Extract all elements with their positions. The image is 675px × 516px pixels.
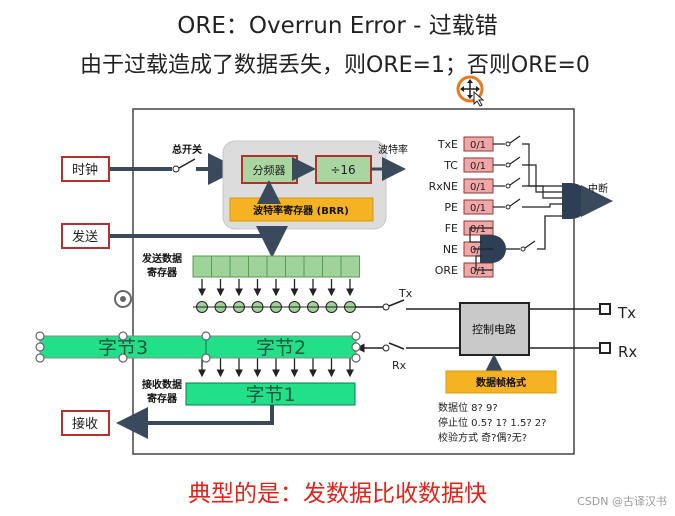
flag-name-pe: PE: [444, 201, 458, 214]
tx-data-reg-label-1: 发送数据: [141, 252, 182, 265]
flag-value-txe: 0/1: [470, 140, 486, 151]
frame-format-label: 数据帧格式: [476, 376, 526, 389]
flag-value-ore: 0/1: [470, 266, 486, 277]
selection-handle[interactable]: [201, 331, 211, 341]
rx-switch-label: Rx: [392, 359, 407, 372]
flag-name-ore: ORE: [435, 264, 458, 277]
tx-register-cell: [248, 255, 268, 278]
receive-box: [61, 410, 110, 436]
flag-value-tc: 0/1: [470, 161, 486, 172]
byte-overlay: 字节3 字节2 字节1: [35, 331, 361, 406]
send-label: 发送: [72, 229, 98, 245]
tx-data-register: [192, 255, 360, 278]
rotate-handle-icon[interactable]: [114, 290, 132, 308]
rx-data-reg-label-1: 接收数据: [142, 378, 182, 391]
flag-name-ne: NE: [443, 243, 458, 256]
flag-value-ne: 0/1: [470, 245, 486, 256]
rx-parallel-arrows: [198, 358, 354, 378]
selection-handle[interactable]: [351, 353, 361, 363]
flag-value-rxne: 0/1: [470, 182, 486, 193]
tx-switch-label: Tx: [398, 287, 413, 300]
move-cursor-icon[interactable]: [456, 75, 485, 107]
selection-handle[interactable]: [351, 331, 361, 341]
flag-name-rxne: RxNE: [429, 180, 458, 193]
byte-block[interactable]: [185, 382, 356, 406]
prescaler-box: [241, 155, 298, 184]
divider-label: ÷16: [330, 163, 355, 177]
flag-value-fe: 0/1: [470, 224, 486, 235]
flag-name-txe: TxE: [437, 138, 458, 151]
byte-label: 字节3: [98, 337, 148, 359]
selection-handle[interactable]: [118, 331, 128, 341]
control-circuit-label: 控制电路: [472, 322, 516, 336]
byte-label: 字节2: [256, 337, 306, 359]
send-box: [61, 223, 110, 249]
clock-label: 时钟: [72, 162, 98, 178]
page-title: ORE：Overrun Error - 过载错: [177, 13, 498, 39]
clock-box: [61, 156, 110, 182]
selection-handle[interactable]: [351, 342, 361, 352]
watermark: CSDN @古译汉书: [577, 495, 667, 508]
selection-handle[interactable]: [35, 331, 45, 341]
tx-pin: [599, 303, 611, 315]
tx-register-cell: [229, 255, 249, 278]
master-switch-label: 总开关: [172, 143, 202, 156]
tx-register-cell: [303, 255, 323, 278]
tx-data-reg-label-2: 寄存器: [147, 266, 178, 279]
flag-value-pe: 0/1: [470, 203, 486, 214]
selection-handle[interactable]: [118, 353, 128, 363]
or-gate-interrupt: [562, 183, 589, 219]
tx-register-cell: [266, 255, 286, 278]
flag-wires: [469, 135, 562, 271]
tx-parallel-arrows: [198, 279, 354, 297]
format-line-data: 数据位 8? 9?: [438, 401, 498, 414]
tx-register-cell: [285, 255, 305, 278]
receive-label: 接收: [72, 416, 98, 432]
tx-register-cell: [211, 255, 231, 278]
tx-shift-register: [193, 301, 356, 313]
baud-rate-label: 波特率: [378, 143, 408, 156]
frame-format-box: [445, 370, 557, 394]
bottom-note: 典型的是：发数据比收数据快: [188, 481, 487, 507]
prescaler-label: 分频器: [253, 163, 286, 177]
page-subtitle: 由于过载造成了数据丢失，则ORE=1；否则ORE=0: [80, 53, 590, 78]
interrupt-label: 中断: [588, 182, 608, 195]
tx-register-cell: [340, 255, 360, 278]
brr-label: 波特率寄存器 (BRR): [253, 204, 349, 217]
format-line-parity: 校验方式 奇?偶?无?: [438, 431, 527, 444]
rx-pin-label: Rx: [618, 343, 637, 361]
rx-data-reg-label-2: 寄存器: [147, 392, 178, 405]
tx-register-cell: [322, 255, 342, 278]
rx-pin: [599, 342, 611, 354]
tx-pin-label: Tx: [617, 304, 636, 322]
flag-name-tc: TC: [443, 159, 458, 172]
byte-label: 字节1: [245, 384, 295, 406]
tx-register-cell: [192, 255, 212, 278]
selection-handle[interactable]: [35, 342, 45, 352]
flag-name-fe: FE: [445, 222, 458, 235]
format-line-stop: 停止位 0.5? 1? 1.5? 2?: [438, 416, 546, 429]
selection-handle[interactable]: [35, 353, 45, 363]
selection-handle[interactable]: [201, 353, 211, 363]
